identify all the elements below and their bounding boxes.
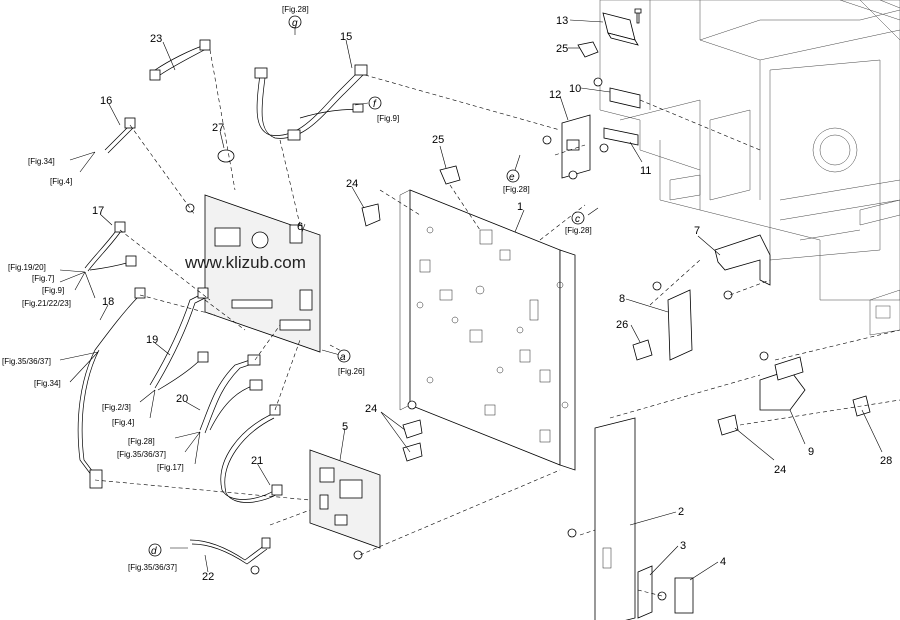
part-number-4: 4 [720, 556, 726, 568]
fig-ref: [Fig.9] [42, 286, 64, 295]
fig-ref: [Fig.34] [34, 379, 61, 388]
harness-15 [254, 64, 368, 141]
part-number-labels: 1 2 3 4 5 6 7 8 9 10 11 12 13 15 16 17 1… [92, 15, 892, 583]
bracket-9-icon [759, 351, 806, 411]
fig-ref: [Fig.28] [503, 185, 530, 194]
fig-ref: [Fig.28] [282, 5, 309, 14]
watermark-text: www.klizub.com [184, 253, 306, 272]
part-number-24: 24 [365, 403, 377, 415]
harness-21 [220, 404, 283, 503]
part-number-24: 24 [346, 178, 358, 190]
chassis-plate-1 [399, 189, 576, 471]
clamp-26-icon [632, 339, 653, 361]
part-number-9: 9 [808, 446, 814, 458]
part-number-7: 7 [694, 225, 700, 237]
clamp-24-icon [717, 414, 739, 436]
clamp-24-icon [402, 400, 423, 462]
fig-ref: [Fig.4] [112, 418, 134, 427]
part-number-11: 11 [640, 165, 651, 177]
part-number-28: 28 [880, 455, 892, 467]
figure-reference-labels: [Fig.28] [Fig.9] [Fig.28] [Fig.28] [Fig.… [2, 5, 592, 572]
part-number-26: 26 [616, 319, 628, 331]
plate-2 [567, 417, 636, 620]
clamp-24-icon [361, 203, 381, 227]
fig-ref: [Fig.28] [565, 226, 592, 235]
fig-ref: [Fig.17] [157, 463, 184, 472]
connector-g: g [292, 18, 298, 29]
fig-ref: [Fig.35/36/37] [117, 450, 166, 459]
part-number-1: 1 [517, 201, 523, 213]
part-number-22: 22 [202, 571, 214, 583]
part-4-icon [674, 577, 694, 614]
clamp-25-icon [439, 165, 461, 185]
fig-ref: [Fig.26] [338, 367, 365, 376]
connector-c: c [575, 214, 580, 225]
connector-f: f [373, 99, 377, 110]
board-12-icon [542, 114, 591, 180]
harness-23 [149, 39, 211, 81]
part-3-icon [637, 565, 667, 619]
screw-icon [634, 8, 642, 24]
fig-ref: [Fig.35/36/37] [2, 357, 51, 366]
part-number-3: 3 [680, 540, 686, 552]
connector-a: a [340, 352, 346, 363]
harness-22 [189, 537, 271, 575]
part-number-8: 8 [619, 293, 625, 305]
connector-e: e [509, 172, 515, 183]
part-number-16: 16 [100, 95, 112, 107]
part-number-19: 19 [146, 334, 158, 346]
part-number-10: 10 [569, 83, 581, 95]
bracket-13-icon [602, 12, 639, 46]
harness-20 [199, 354, 263, 434]
part-number-25: 25 [432, 134, 444, 146]
connector-labels: g f e c a d [148, 15, 585, 557]
main-pcb-6 [185, 194, 321, 353]
fig-ref: [Fig.34] [28, 157, 55, 166]
part-number-12: 12 [549, 89, 561, 101]
plate-10-icon [593, 77, 641, 109]
connector-d: d [151, 546, 157, 557]
harness-17 [84, 221, 137, 272]
fig-ref: [Fig.19/20] [8, 263, 46, 272]
part-number-2: 2 [678, 506, 684, 518]
part-number-20: 20 [176, 393, 188, 405]
part-number-25: 25 [556, 43, 568, 55]
part-number-24: 24 [774, 464, 786, 476]
part-number-27: 27 [212, 122, 224, 134]
part-number-6: 6 [297, 221, 303, 233]
part-number-13: 13 [556, 15, 568, 27]
part-number-17: 17 [92, 205, 104, 217]
fig-ref: [Fig.4] [50, 177, 72, 186]
part-number-21: 21 [251, 455, 263, 467]
pcb-5 [309, 449, 381, 560]
machine-frame [599, 0, 900, 336]
harness-19 [149, 287, 209, 391]
part-number-15: 15 [340, 31, 352, 43]
bracket-7-icon [714, 234, 771, 300]
part-number-23: 23 [150, 33, 162, 45]
harness-16 [104, 117, 136, 154]
clamp-25-icon [577, 41, 599, 58]
disc-27-icon [217, 149, 235, 163]
part-number-18: 18 [102, 296, 114, 308]
harness-18 [77, 287, 146, 489]
fig-ref: [Fig.35/36/37] [128, 563, 177, 572]
bracket-8-icon [652, 281, 693, 361]
fig-ref: [Fig.21/22/23] [22, 299, 71, 308]
fig-ref: [Fig.2/3] [102, 403, 131, 412]
fig-ref: [Fig.9] [377, 114, 399, 123]
fig-ref: [Fig.7] [32, 274, 54, 283]
part-number-5: 5 [342, 421, 348, 433]
fig-ref: [Fig.28] [128, 437, 155, 446]
sensor-11-icon [599, 127, 639, 153]
